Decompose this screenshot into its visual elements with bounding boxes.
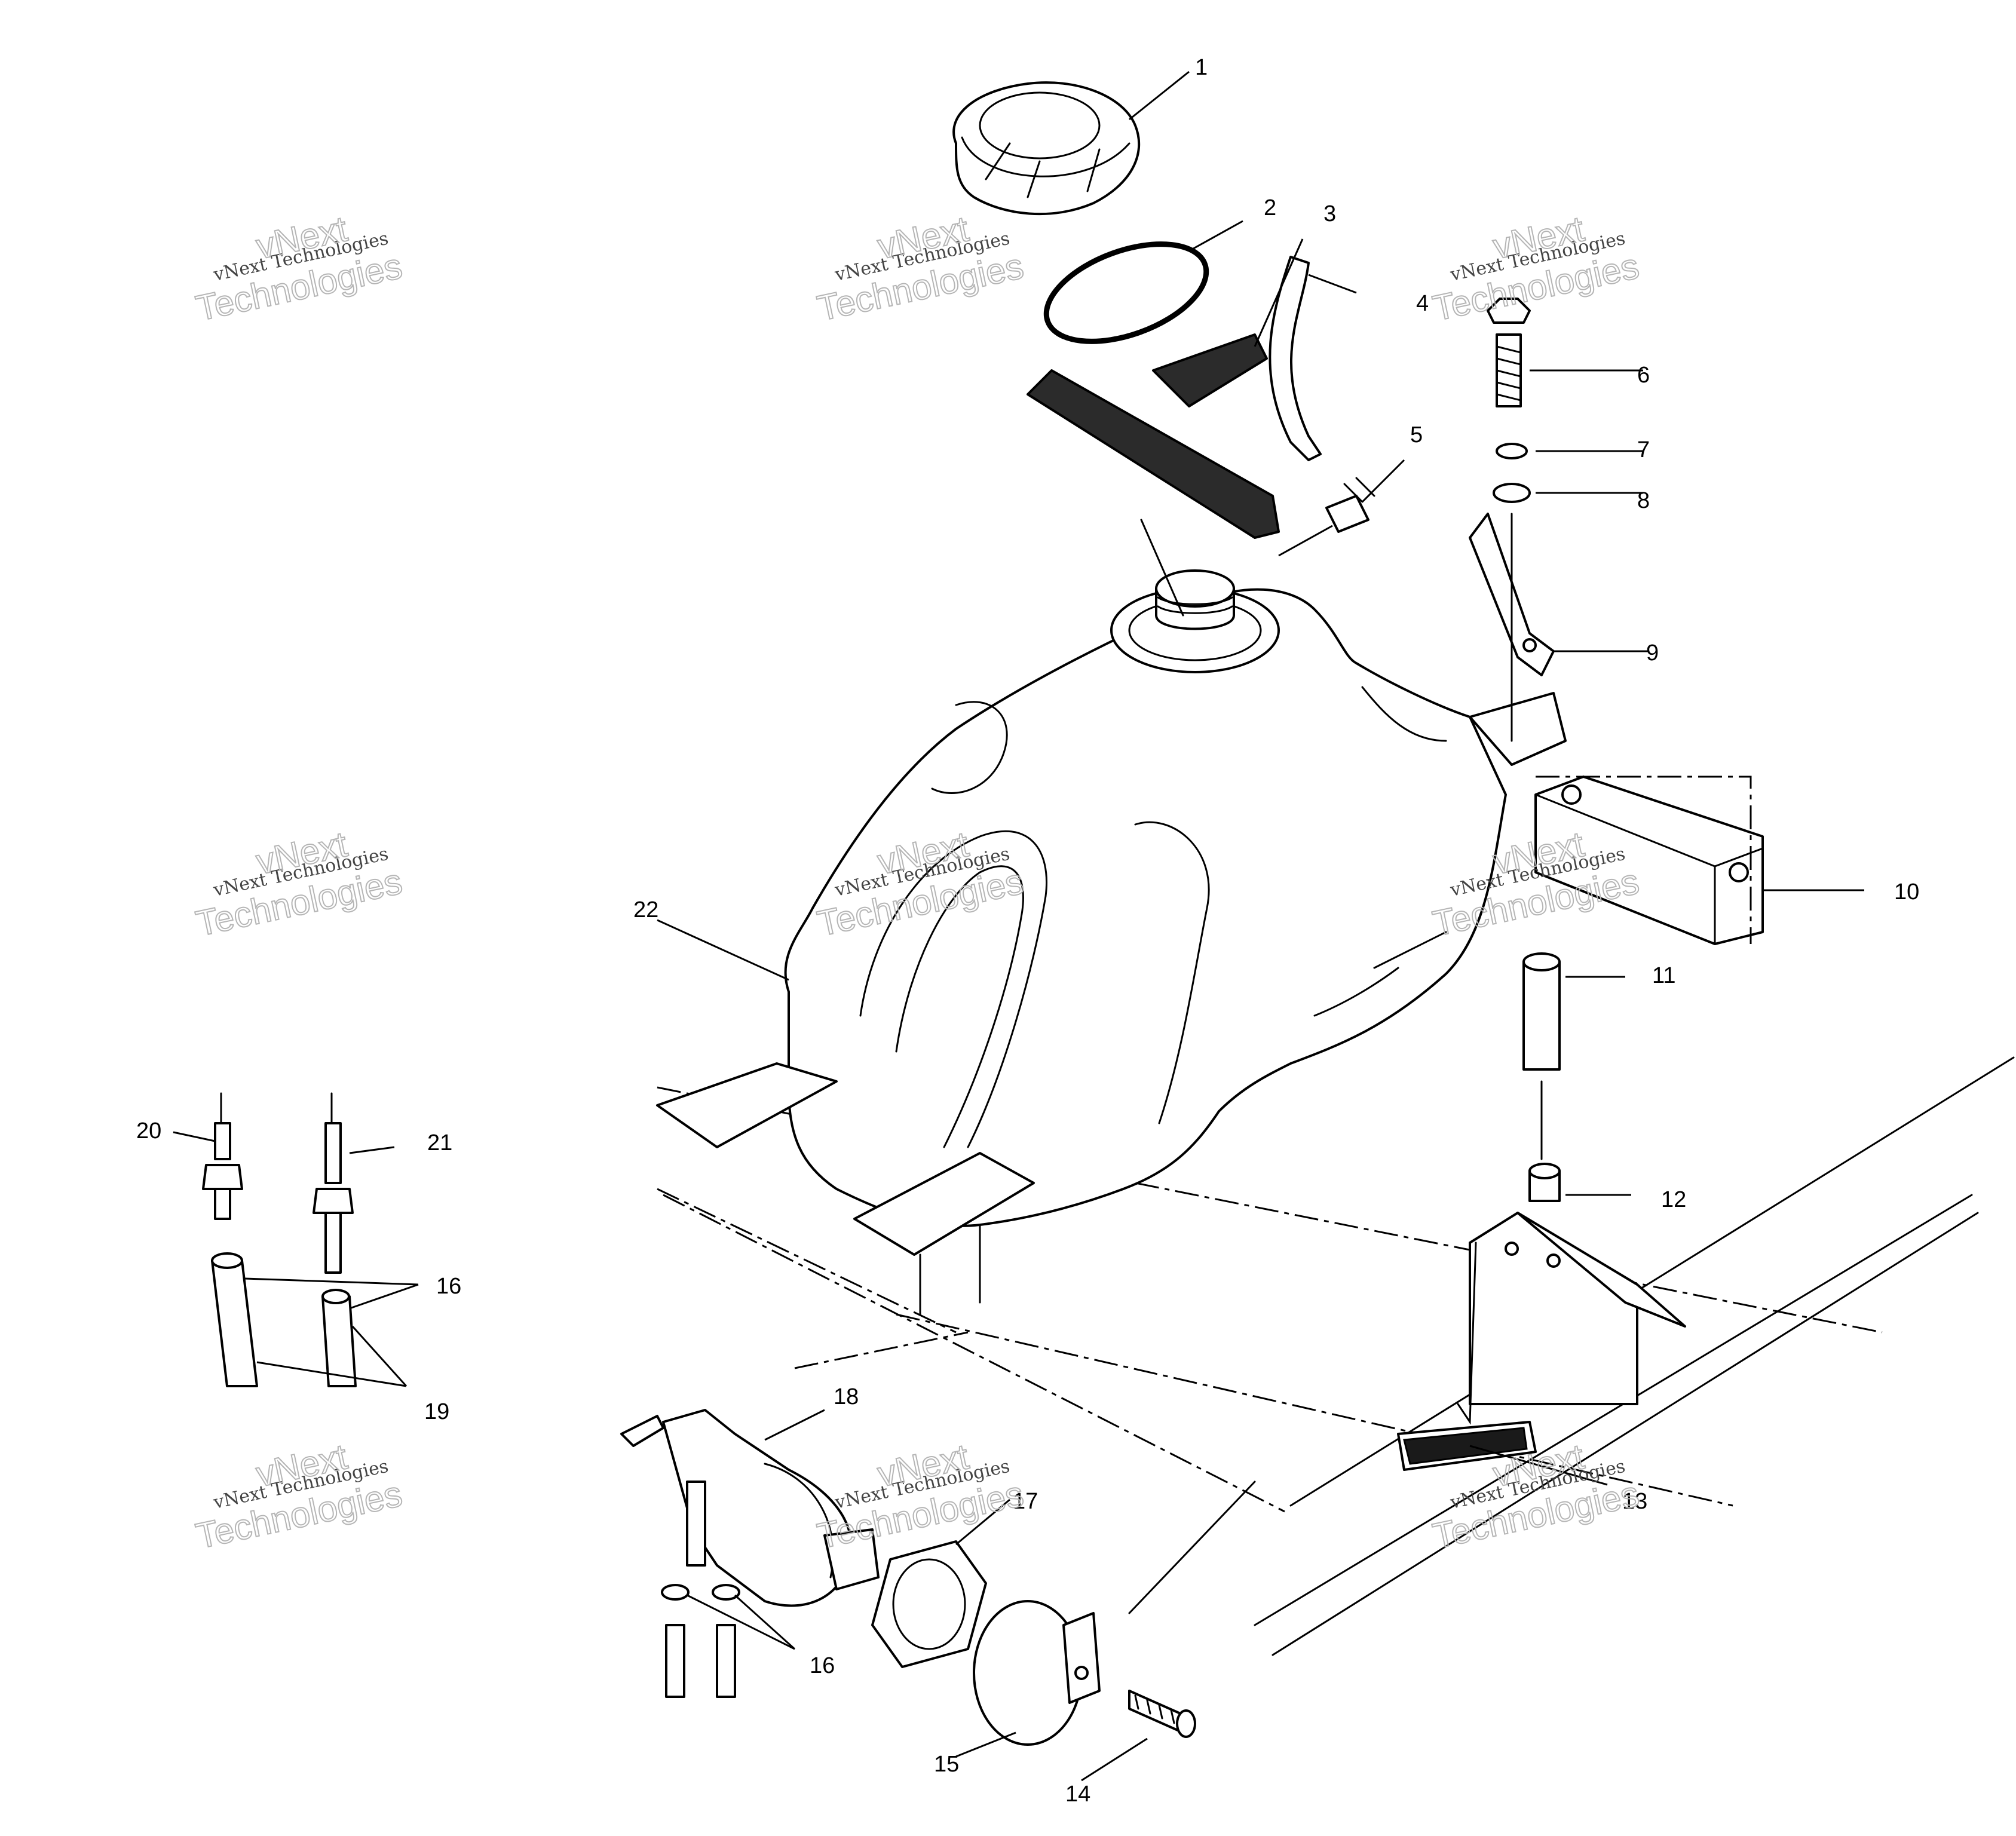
fittings-left [202,1092,357,1387]
callout-19: 19 [424,1399,449,1424]
spacer-short [1528,1163,1561,1202]
callout-7: 7 [1637,437,1650,462]
callout-20: 20 [136,1118,161,1144]
watermark: vNext Technologies vNext Technologies [1429,823,1643,945]
watermark: vNext Technologies vNext Technologies [813,208,1028,329]
callout-3: 3 [1323,201,1336,226]
hex-nut [871,1540,987,1668]
callout-10: 10 [1894,879,1919,905]
fuel-cap [952,81,1141,216]
leader-lines [173,71,1864,1782]
fuel-tank [656,569,1567,1316]
callout-11: 11 [1652,963,1675,988]
mount-block [1534,776,1764,945]
callout-15: 15 [934,1752,959,1777]
fuel-pump-group [620,1409,1196,1746]
callout-5: 5 [1410,422,1423,447]
callout-8: 8 [1637,488,1650,513]
callout-6: 6 [1637,363,1650,388]
screw [1128,1690,1184,1734]
frame-rails [657,1056,2015,1656]
watermark: vNext Technologies vNext Technologies [1429,208,1643,329]
watermark: vNext Technologies vNext Technologies [192,823,406,945]
callout-16-top: 16 [436,1274,461,1299]
callout-18: 18 [834,1384,859,1409]
callout-12: 12 [1661,1187,1686,1212]
callout-16-bottom: 16 [810,1653,835,1678]
callout-1: 1 [1195,55,1208,80]
callout-22: 22 [633,897,658,922]
callout-9: 9 [1646,640,1659,666]
watermark: vNext Technologies vNext Technologies [813,1436,1028,1557]
filter-bowl [973,1600,1083,1746]
callout-numbers: 1 2 3 4 5 6 7 8 9 10 11 12 13 14 15 16 1… [136,55,1919,1807]
callout-13: 13 [1622,1489,1647,1514]
spacer-long [1522,952,1561,1160]
washers [1493,443,1531,503]
foam-pad [1027,333,1280,617]
callout-14: 14 [1065,1782,1090,1807]
decal-13 [1403,1427,1528,1465]
gasket-ring [1043,241,1209,344]
watermark: vNext Technologies vNext Technologies [192,208,406,329]
bolt [1487,298,1531,407]
callout-21: 21 [427,1130,452,1155]
callout-2: 2 [1264,195,1276,220]
callout-4: 4 [1416,291,1429,316]
watermark: vNext Technologies vNext Technologies [192,1436,406,1557]
callout-17: 17 [1013,1489,1038,1514]
vent-hose [1269,256,1375,533]
